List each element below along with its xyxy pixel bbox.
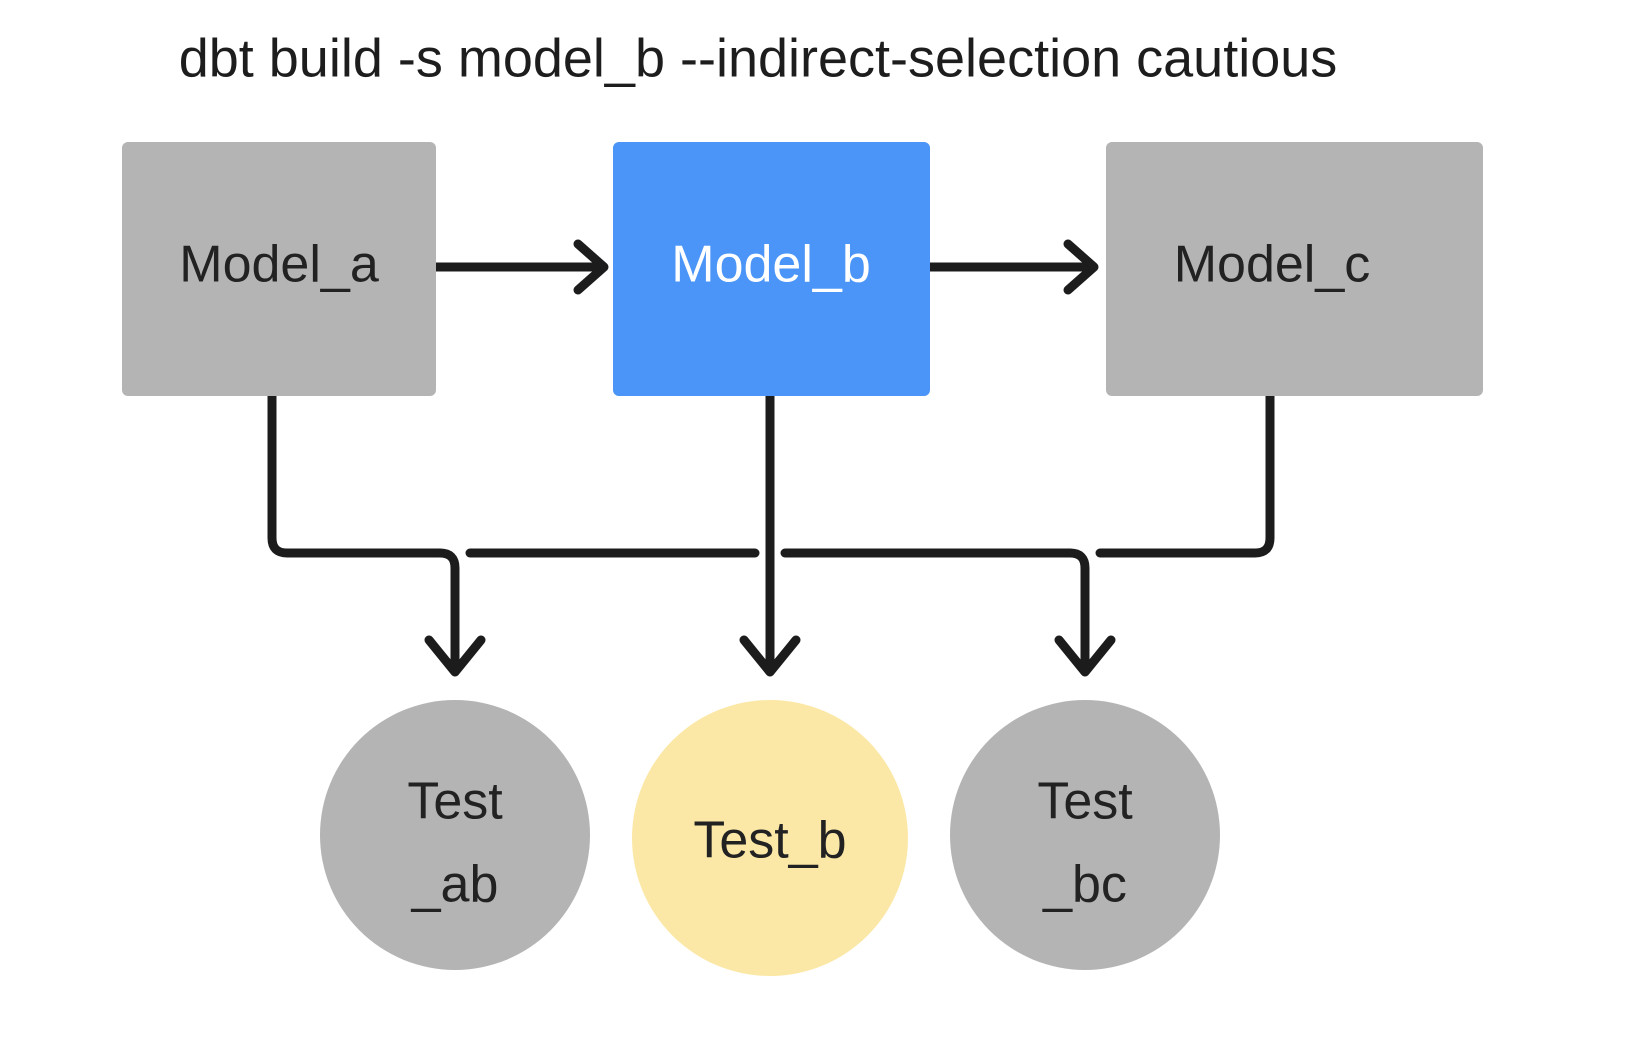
edge-model-b-to-test-b	[739, 391, 801, 677]
node-test-b-label-line1: Test_b	[693, 812, 846, 870]
node-model-a-label: Model_a	[179, 236, 379, 294]
node-test-bc[interactable]: Test _bc	[950, 700, 1220, 970]
node-test-b[interactable]: Test_b	[632, 700, 908, 976]
node-model-c-label: Model_c	[1174, 236, 1371, 294]
node-test-ab-shape[interactable]	[320, 700, 590, 970]
diagram-title: dbt build -s model_b --indirect-selectio…	[179, 28, 1338, 88]
node-model-b-shape[interactable]	[613, 142, 930, 396]
edge-model-a-to-model-b	[431, 239, 609, 295]
edge-junction-to-test-ab	[424, 548, 486, 677]
edges-layer	[267, 239, 1275, 677]
edge-model-b-to-model-c	[925, 239, 1099, 295]
node-model-c[interactable]: Model_c	[1106, 142, 1483, 396]
node-test-ab-label-line2: _ab	[411, 856, 499, 914]
node-test-b-shape[interactable]	[632, 700, 908, 976]
node-test-bc-label-line1: Test	[1037, 773, 1133, 831]
node-model-a[interactable]: Model_a	[122, 142, 436, 396]
node-model-b[interactable]: Model_b	[613, 142, 930, 396]
node-model-b-label: Model_b	[671, 236, 870, 294]
edge-model-a-to-tests	[267, 391, 445, 558]
node-test-bc-label-line2: _bc	[1042, 856, 1127, 914]
nodes-layer: Model_a Model_b Model_c Test _ab Tes	[122, 142, 1483, 976]
node-model-a-shape[interactable]	[122, 142, 436, 396]
node-test-ab[interactable]: Test _ab	[320, 700, 590, 970]
edge-junction-to-test-bc	[1054, 548, 1116, 677]
node-model-c-shape[interactable]	[1106, 142, 1483, 396]
edge-model-c-to-tests	[1095, 391, 1275, 558]
node-test-bc-shape[interactable]	[950, 700, 1220, 970]
node-test-ab-label-line1: Test	[407, 773, 503, 831]
